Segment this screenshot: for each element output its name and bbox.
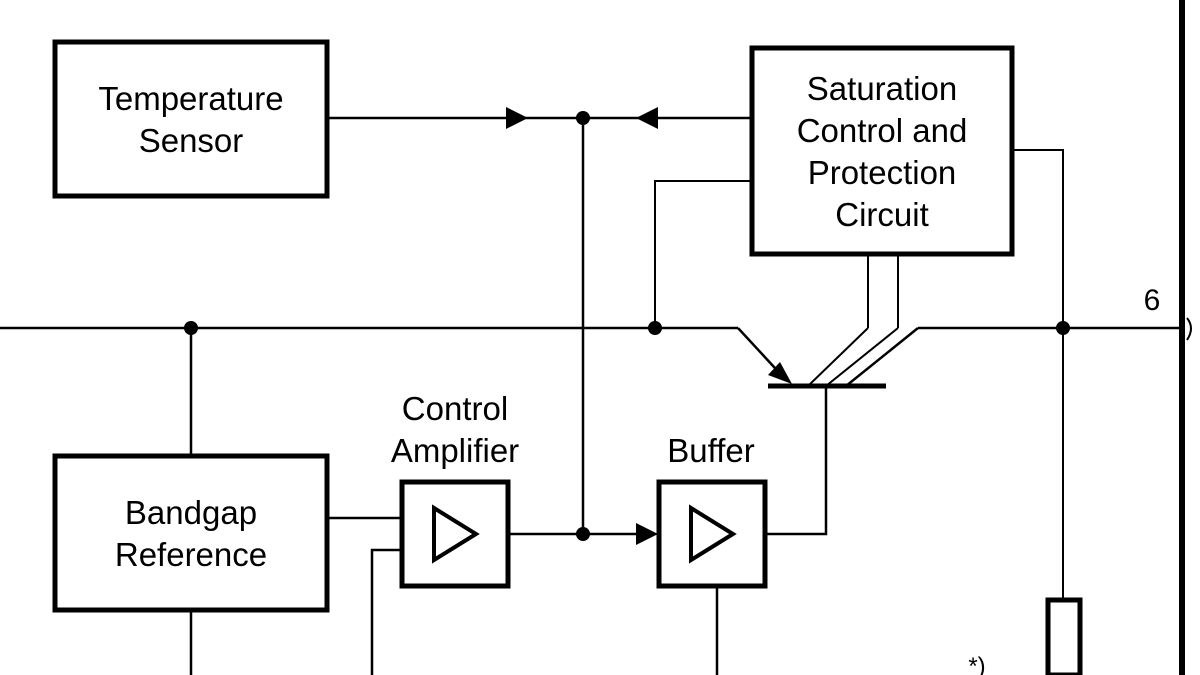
pin-number-label: 6 <box>1144 284 1161 317</box>
control-amplifier-label-line-2: Amplifier <box>391 432 519 469</box>
rail-stub <box>1186 317 1192 341</box>
buffer-to-base-line <box>765 386 828 536</box>
control-amplifier: Control Amplifier <box>391 390 519 589</box>
buffer-input-arrow <box>636 523 658 545</box>
buffer-triangle-icon <box>689 504 737 564</box>
temperature-sensor-label-line-2: Sensor <box>139 122 244 159</box>
buffer: Buffer <box>656 432 768 589</box>
sat-to-rail-line <box>654 180 752 328</box>
junction-dot <box>184 321 198 335</box>
bandgap-reference-label-line-1: Bandgap <box>125 494 257 531</box>
saturation-control-label-line-2: Control and <box>797 112 968 149</box>
control-arrow-left <box>636 107 658 129</box>
sat-to-resistor-line <box>1012 149 1064 600</box>
transistor-collector-3 <box>845 327 919 387</box>
resistor <box>1045 597 1083 675</box>
transistor-collector-1 <box>807 327 869 387</box>
saturation-control-label-line-4: Circuit <box>835 196 929 233</box>
temperature-sensor-block: Temperature Sensor <box>52 39 330 199</box>
junction-dot <box>1056 321 1070 335</box>
emitter-arrow <box>768 362 792 384</box>
saturation-control-label-line-1: Saturation <box>807 70 957 107</box>
amplifier-triangle-icon <box>432 504 480 564</box>
control-amplifier-label-line-1: Control <box>402 390 508 427</box>
sensor-arrow-right <box>506 107 528 129</box>
junction-dot <box>648 321 662 335</box>
bandgap-reference-block: Bandgap Reference <box>52 453 330 613</box>
buffer-label: Buffer <box>667 432 754 469</box>
bandgap-reference-label-line-2: Reference <box>115 536 267 573</box>
junction-dot <box>576 527 590 541</box>
transistor-collector-2 <box>825 327 899 387</box>
saturation-control-block: Saturation Control and Protection Circui… <box>749 45 1015 257</box>
amp-feedback-input-line <box>370 548 402 675</box>
footnote-marker: *) <box>968 653 985 675</box>
temperature-sensor-label-line-1: Temperature <box>98 80 283 117</box>
junction-dot <box>576 111 590 125</box>
saturation-control-label-line-3: Protection <box>808 154 957 191</box>
